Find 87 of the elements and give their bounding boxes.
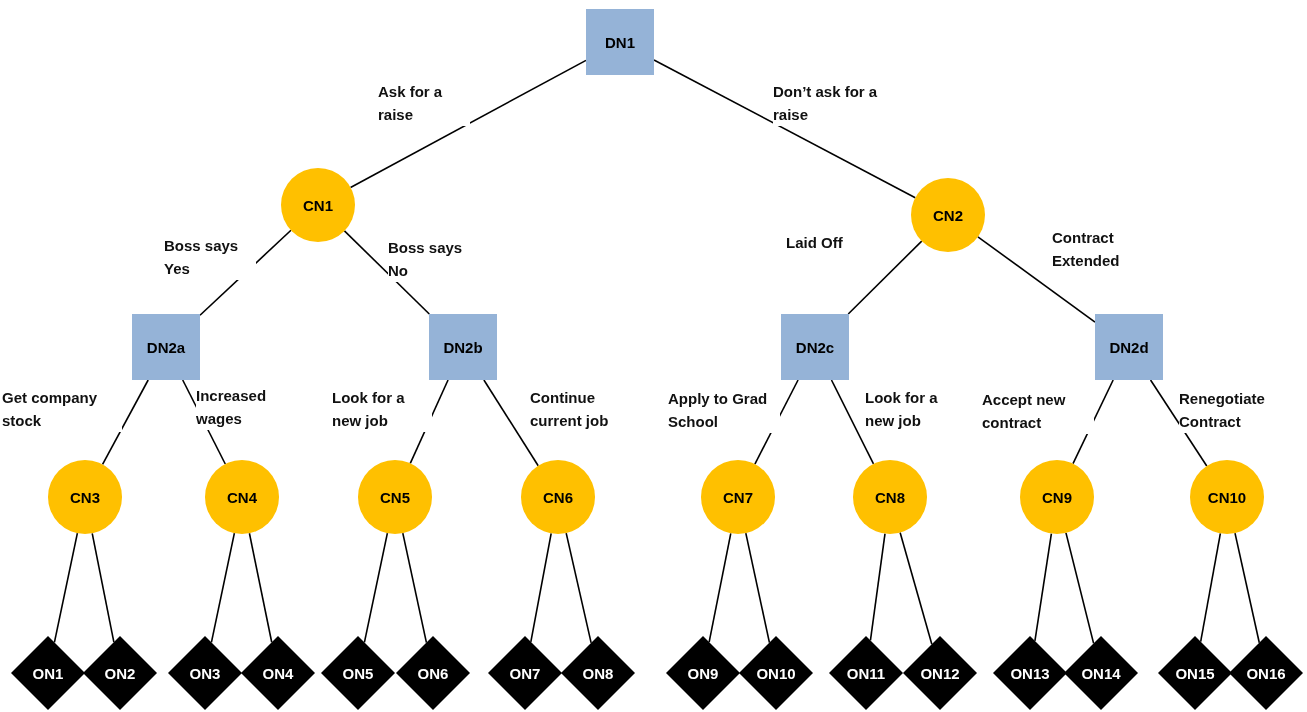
chance-circle (281, 168, 355, 242)
outcome-diamond (396, 636, 470, 710)
node-label: CN6 (543, 488, 573, 506)
outcome-diamond (83, 636, 157, 710)
outcome-diamond (739, 636, 813, 710)
node-label: DN2b (443, 338, 483, 356)
decision-square (1095, 314, 1163, 380)
outcome-diamond (321, 636, 395, 710)
connector-line (708, 532, 732, 643)
connector-line (530, 532, 552, 643)
node-label: CN5 (380, 488, 410, 506)
node-label: ON5 (342, 664, 374, 682)
connector-line (977, 236, 1096, 323)
connector-line (745, 532, 771, 644)
outcome-diamond (1229, 636, 1303, 710)
connector-line (830, 379, 875, 465)
connector-line (565, 532, 592, 644)
node-label: CN8 (875, 488, 905, 506)
connector-line (1234, 532, 1261, 644)
node-label: DN2c (795, 338, 835, 356)
chance-circle (205, 460, 279, 534)
node-label: CN9 (1042, 488, 1072, 506)
connector-line (248, 532, 273, 644)
chance-circle (911, 178, 985, 252)
node-label: CN7 (723, 488, 753, 506)
outcome-diamond (1064, 636, 1138, 710)
node-label: CN2 (933, 206, 963, 224)
node-label: ON1 (32, 664, 64, 682)
node-label: CN1 (303, 196, 333, 214)
node-label: ON14 (1081, 664, 1121, 682)
node-label: ON12 (920, 664, 960, 682)
node-label: ON13 (1010, 664, 1050, 682)
outcome-diamond (903, 636, 977, 710)
connector-line (101, 379, 149, 466)
node-label: ON8 (582, 664, 614, 682)
connector-line (899, 531, 933, 645)
outcome-diamond (168, 636, 242, 710)
node-label: ON2 (104, 664, 136, 682)
connector-line (53, 532, 79, 644)
connector-line (483, 379, 539, 467)
node-label: CN3 (70, 488, 100, 506)
node-label: DN2d (1109, 338, 1149, 356)
connector-line (210, 532, 236, 644)
node-label: DN1 (605, 33, 635, 51)
outcome-diamond (993, 636, 1067, 710)
connector-line (402, 532, 428, 644)
decision-square (429, 314, 497, 380)
connector-line (847, 240, 923, 315)
connector-line (363, 532, 389, 644)
node-label: ON3 (189, 664, 221, 682)
outcome-diamond (11, 636, 85, 710)
node-label: ON15 (1175, 664, 1215, 682)
connector-line (1199, 532, 1222, 643)
decision-square (586, 9, 654, 75)
outcome-diamond (561, 636, 635, 710)
outcome-diamond (488, 636, 562, 710)
connector-line (1149, 379, 1208, 467)
node-label: ON6 (417, 664, 449, 682)
chance-circle (358, 460, 432, 534)
node-label: ON11 (846, 664, 886, 682)
connector-line (1065, 532, 1095, 645)
connector-line (1034, 532, 1053, 642)
connector-line (869, 532, 886, 642)
node-label: ON10 (756, 664, 796, 682)
outcome-diamond (666, 636, 740, 710)
node-label: ON4 (262, 664, 294, 682)
outcome-diamond (1158, 636, 1232, 710)
node-label: CN4 (227, 488, 257, 506)
decision-square (781, 314, 849, 380)
chance-circle (521, 460, 595, 534)
node-label: ON7 (509, 664, 541, 682)
connector-line (91, 532, 115, 643)
connector-line (349, 59, 587, 189)
decision-square (132, 314, 200, 380)
node-label: DN2a (146, 338, 186, 356)
chance-circle (48, 460, 122, 534)
outcome-diamond (241, 636, 315, 710)
node-label: ON16 (1246, 664, 1286, 682)
connector-line (343, 230, 431, 315)
node-label: CN10 (1207, 488, 1247, 506)
chance-circle (1020, 460, 1094, 534)
node-label: ON9 (687, 664, 719, 682)
chance-circle (1190, 460, 1264, 534)
connector-line (653, 59, 917, 199)
outcome-diamond (829, 636, 903, 710)
chance-circle (701, 460, 775, 534)
chance-circle (853, 460, 927, 534)
